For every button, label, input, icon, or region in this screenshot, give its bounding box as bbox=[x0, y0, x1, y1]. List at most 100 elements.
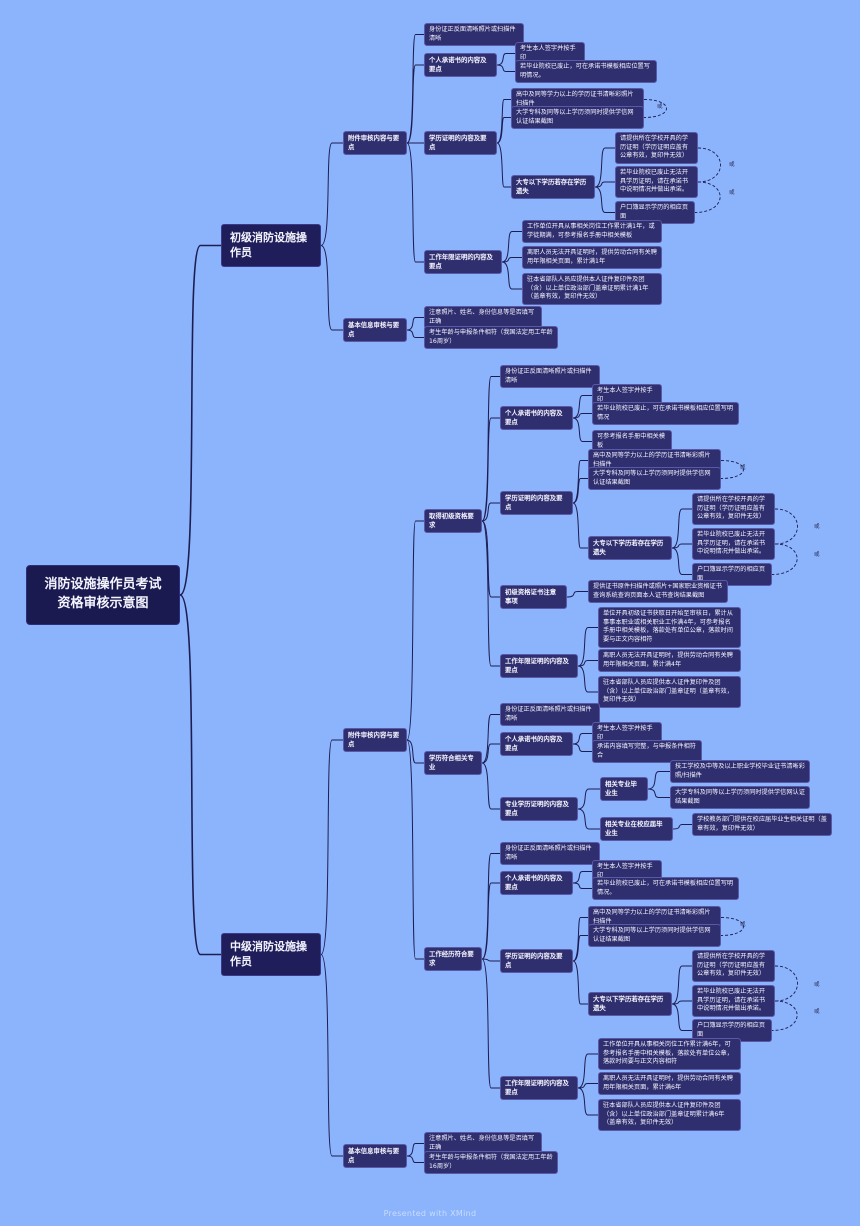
middle-pledge[interactable]: 个人承诺书的内容及要点 bbox=[500, 406, 573, 430]
junior-pledge-closed[interactable]: 若毕业院校已废止，可在承诺书模板相应位置写明情况。 bbox=[515, 60, 657, 84]
connector bbox=[406, 739, 424, 960]
years-lost-2[interactable]: 若毕业院校已废止无法开具学历证明，请在承诺书中说明情况并做出承诺。 bbox=[692, 985, 775, 1018]
connector bbox=[577, 1087, 598, 1116]
middle-cert[interactable]: 初级资格证书注意事项 bbox=[500, 585, 567, 609]
middle-age[interactable]: 考生年龄与申报条件相符（我国法定用工年龄16周岁） bbox=[424, 1151, 558, 1175]
connector bbox=[594, 181, 615, 188]
junior-work[interactable]: 工作年限证明的内容及要点 bbox=[424, 250, 502, 274]
or-relationship-line bbox=[774, 508, 798, 545]
junior-work-3[interactable]: 驻本省部队人员应提供本人证件复印件及团（含）以上单位政治部门盖章证明累计满1年（… bbox=[522, 273, 662, 306]
major-proof[interactable]: 专业学历证明的内容及要点 bbox=[500, 797, 578, 821]
middle-lost-2[interactable]: 若毕业院校已废止无法开具学历证明，请在承诺书中说明情况并做出承诺。 bbox=[692, 528, 775, 561]
or-relationship-line bbox=[771, 543, 798, 575]
middle-cert-1[interactable]: 提供证书原件扫描件或照片+国家职业资格证书查询系统查询页面本人证书查询结果截图 bbox=[588, 580, 728, 604]
junior-lost-2[interactable]: 若毕业院校已废止无法开具学历证明，请在承诺书中说明情况并做出承诺。 bbox=[615, 166, 698, 199]
connector bbox=[481, 502, 500, 522]
connector bbox=[179, 594, 221, 956]
connector bbox=[481, 743, 500, 764]
middle-work-3[interactable]: 驻本省部队人员应提供本人证件复印件及团（含）以上单位政治部门盖章证明（盖章有效，… bbox=[598, 676, 741, 709]
junior-work-1[interactable]: 工作单位开具从事相关岗位工作累计满1年，或学徒期满，可参考报名手册中相关模板 bbox=[522, 220, 662, 244]
connector bbox=[179, 244, 221, 596]
major-student[interactable]: 相关专业在校应届毕业生 bbox=[600, 817, 673, 841]
major-grad[interactable]: 相关专业毕业生 bbox=[600, 777, 648, 801]
or-relationship-line bbox=[697, 147, 721, 183]
connector bbox=[572, 935, 588, 962]
middle-edu[interactable]: 学历证明的内容及要点 bbox=[500, 491, 573, 515]
connector bbox=[481, 853, 500, 960]
middle-attach[interactable]: 附件审核内容与要点 bbox=[343, 728, 407, 752]
topic-middle[interactable]: 中级消防设施操作员 bbox=[221, 933, 321, 976]
connector bbox=[671, 543, 692, 549]
major-grad-1[interactable]: 技工学校及中等及以上职业学校毕业证书清晰彩照/扫描件 bbox=[670, 760, 810, 784]
years-edu-high[interactable]: 高中及同等学力以上的学历证书清晰彩照片扫描件 bbox=[588, 906, 721, 930]
connector bbox=[501, 257, 522, 263]
connector bbox=[577, 788, 600, 810]
major-pledge-fill[interactable]: 承诺内容填写完整，与申报条件相符合 bbox=[592, 740, 702, 764]
connector bbox=[406, 329, 424, 338]
connector bbox=[572, 413, 592, 419]
or-label: 或 bbox=[814, 1009, 820, 1015]
connector bbox=[501, 261, 522, 290]
or-label: 或 bbox=[657, 104, 663, 110]
years-edu[interactable]: 学历证明的内容及要点 bbox=[500, 949, 573, 973]
middle-work[interactable]: 工作年限证明的内容及要点 bbox=[500, 654, 578, 678]
or-label: 或 bbox=[814, 524, 820, 530]
connector bbox=[672, 824, 692, 830]
junior-edu-below[interactable]: 大专以下学历若存在学历遗失 bbox=[511, 175, 595, 199]
connector bbox=[406, 34, 424, 144]
major-pledge[interactable]: 个人承诺书的内容及要点 bbox=[500, 732, 573, 756]
major-grad-2[interactable]: 大学专科及同等以上学历须同时提供学信网认证结果截图 bbox=[670, 786, 810, 810]
connector bbox=[481, 520, 500, 598]
connector bbox=[320, 142, 343, 246]
junior-edu-college[interactable]: 大学专科及同等以上学历须同时提供学信网认证结果截图 bbox=[511, 106, 644, 130]
connector bbox=[566, 591, 588, 598]
connector bbox=[572, 733, 592, 745]
middle-years[interactable]: 工作经历符合要求 bbox=[424, 947, 482, 971]
connector bbox=[572, 417, 592, 442]
junior-age[interactable]: 考生年龄与申报条件相符（我国法定用工年龄16周岁） bbox=[424, 326, 558, 350]
years-work-1[interactable]: 工作单位开具从事相关岗位工作累计满6年，可参考报名手册中相关模板，落款处有单位公… bbox=[598, 1038, 741, 1071]
connector bbox=[481, 958, 500, 1089]
years-edu-college[interactable]: 大学专科及同等以上学历须同时提供学信网认证结果截图 bbox=[588, 924, 721, 948]
or-label: 或 bbox=[729, 190, 735, 196]
middle-pledge-closed[interactable]: 若毕业院校已废止，可在承诺书模板相应位置写明情况 bbox=[592, 402, 739, 426]
middle-qual[interactable]: 取得初级资格要求 bbox=[424, 509, 482, 533]
middle-basic[interactable]: 基本信息审核与要点 bbox=[343, 1144, 407, 1168]
years-pledge[interactable]: 个人承诺书的内容及要点 bbox=[500, 871, 573, 895]
junior-basic[interactable]: 基本信息审核与要点 bbox=[343, 318, 407, 342]
years-edu-below[interactable]: 大专以下学历若存在学历遗失 bbox=[588, 992, 672, 1016]
junior-pledge[interactable]: 个人承诺书的内容及要点 bbox=[424, 53, 497, 77]
years-work-3[interactable]: 驻本省部队人员应提供本人证件复印件及团（含）以上单位政治部门盖章证明累计满6年（… bbox=[598, 1099, 741, 1132]
connector bbox=[406, 317, 424, 331]
years-work-2[interactable]: 离职人员无法开具证明时，提供劳动合同有关聘用年限相关页面，累计满6年 bbox=[598, 1072, 741, 1096]
middle-major[interactable]: 学历符合相关专业 bbox=[424, 751, 482, 775]
connector bbox=[647, 771, 670, 790]
junior-attach[interactable]: 附件审核内容与要点 bbox=[343, 131, 407, 155]
years-lost-1[interactable]: 请提供所在学校开具的学历证明（学历证明应盖有公章有效，复印件无效） bbox=[692, 950, 775, 983]
root-topic[interactable]: 消防设施操作员考试资格审核示意图 bbox=[26, 565, 180, 625]
middle-work-1[interactable]: 单位开具初级证书获取日开始至审核日，累计从事事本职业或相关职业工作满4年，可参考… bbox=[598, 607, 741, 648]
major-id-photo[interactable]: 身份证正反面清晰照片或扫描件清晰 bbox=[500, 703, 600, 727]
middle-edu-college[interactable]: 大学专科及同等以上学历须同时提供学信网认证结果截图 bbox=[588, 467, 721, 491]
junior-id-photo[interactable]: 身份证正反面清晰照片或扫描件清晰 bbox=[424, 23, 524, 47]
middle-id-photo[interactable]: 身份证正反面清晰照片或扫描件清晰 bbox=[500, 365, 600, 389]
years-pledge-closed[interactable]: 若毕业院校已废止，可在承诺书模板相应位置写明情况。 bbox=[592, 877, 739, 901]
connector bbox=[481, 417, 500, 522]
connector bbox=[481, 762, 500, 810]
years-id-photo[interactable]: 身份证正反面清晰照片或扫描件清晰 bbox=[500, 842, 600, 866]
middle-edu-below[interactable]: 大专以下学历若存在学历遗失 bbox=[588, 536, 672, 560]
junior-work-2[interactable]: 离职人员无法开具证明时，提供劳动合同有关聘用年限相关页面，累计满1年 bbox=[522, 246, 662, 270]
middle-work-2[interactable]: 离职人员无法开具证明时，提供劳动合同有关聘用年限相关页面，累计满4年 bbox=[598, 649, 741, 673]
junior-lost-1[interactable]: 请提供所在学校开具的学历证明（学历证明应盖有公章有效，复印件无效） bbox=[615, 132, 698, 165]
major-student-1[interactable]: 学校教务部门提供在校应届毕业生相关证明（盖章有效，复印件无效） bbox=[692, 813, 832, 837]
middle-lost-1[interactable]: 请提供所在学校开具的学历证明（学历证明应盖有公章有效，复印件无效） bbox=[692, 493, 775, 526]
connector bbox=[671, 1003, 692, 1031]
connector bbox=[647, 788, 670, 798]
connector bbox=[577, 627, 598, 667]
connector bbox=[406, 520, 424, 741]
junior-edu[interactable]: 学历证明的内容及要点 bbox=[424, 131, 497, 155]
middle-pledge-sign[interactable]: 考生本人签字并按手印 bbox=[592, 384, 662, 408]
years-work[interactable]: 工作年限证明的内容及要点 bbox=[500, 1076, 578, 1100]
topic-junior[interactable]: 初级消防设施操作员 bbox=[221, 224, 321, 267]
